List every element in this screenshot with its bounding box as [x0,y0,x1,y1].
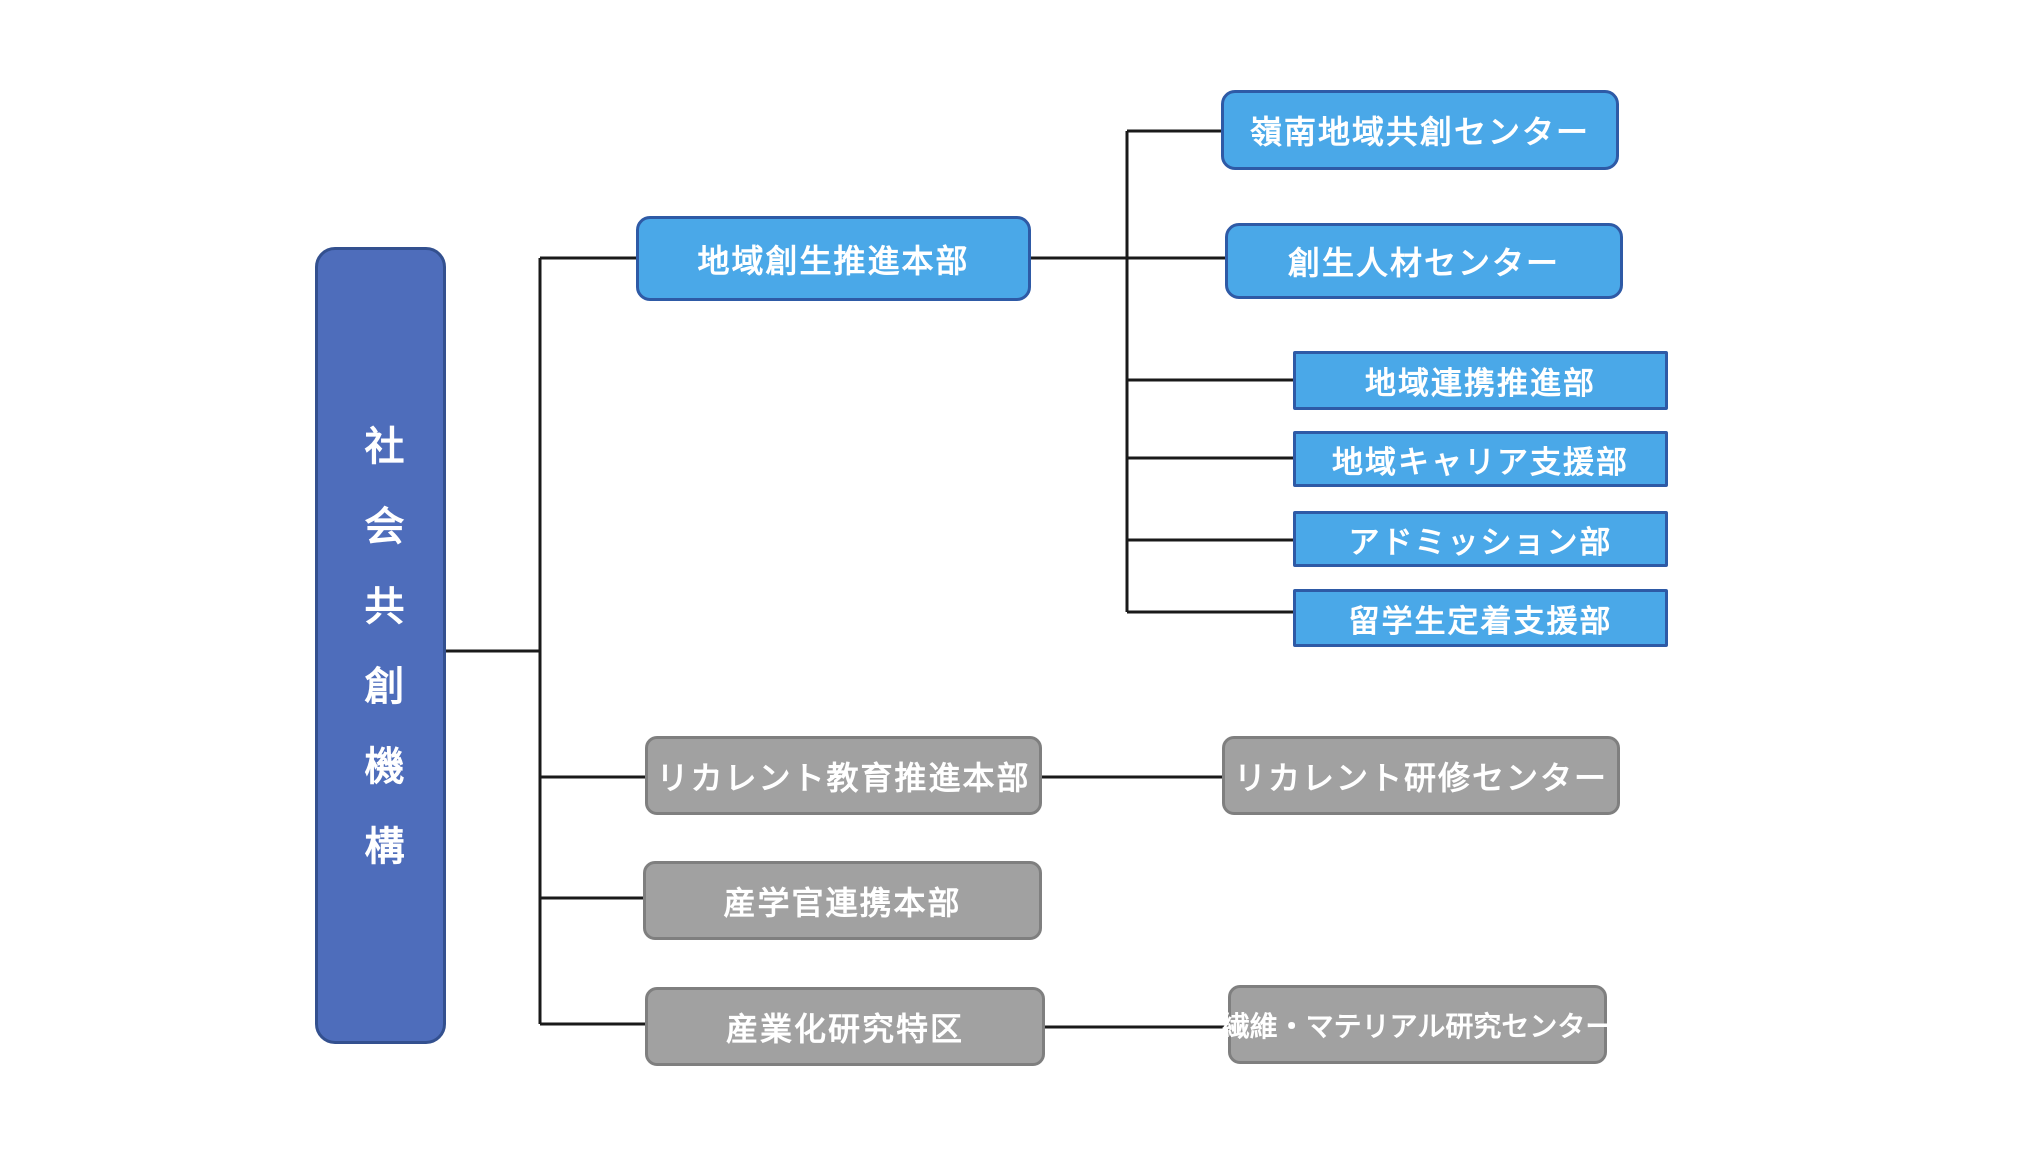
node-fiber-center-label: 繊維・マテリアル研究センター [1221,1009,1614,1043]
node-admission-dept: アドミッション部 [1293,511,1668,567]
node-reinan-center-label: 嶺南地域共創センター [1249,113,1590,151]
node-ryugaku-dept-label: 留学生定着支援部 [1348,603,1613,640]
node-career-dept: 地域キャリア支援部 [1293,431,1668,487]
node-jinzai-center-label: 創生人材センター [1287,244,1560,282]
node-reinan-center: 嶺南地域共創センター [1221,90,1619,170]
node-sangaku-hq-label: 産学官連携本部 [723,883,962,922]
node-renkei-dept: 地域連携推進部 [1293,351,1668,410]
node-tokku-label: 産業化研究特区 [725,1009,964,1048]
node-regional-hq-label: 地域創生推進本部 [697,241,970,280]
node-recurrent-hq-label: リカレント教育推進本部 [656,758,1031,797]
node-recurrent-center-label: リカレント研修センター [1233,758,1608,797]
root-node: 社会共創機構 [315,247,446,1044]
node-ryugaku-dept: 留学生定着支援部 [1293,589,1668,647]
node-sangaku-hq: 産学官連携本部 [643,861,1042,940]
node-renkei-dept-label: 地域連携推進部 [1365,366,1596,402]
node-tokku: 産業化研究特区 [645,987,1045,1066]
node-admission-dept-label: アドミッション部 [1348,524,1613,561]
node-regional-hq: 地域創生推進本部 [636,216,1031,301]
node-recurrent-hq: リカレント教育推進本部 [645,736,1042,815]
node-career-dept-label: 地域キャリア支援部 [1332,444,1629,481]
root-label: 社会共創機構 [357,424,404,905]
node-fiber-center: 繊維・マテリアル研究センター [1222,985,1613,1064]
node-jinzai-center: 創生人材センター [1225,223,1623,299]
node-recurrent-center: リカレント研修センター [1222,736,1620,815]
